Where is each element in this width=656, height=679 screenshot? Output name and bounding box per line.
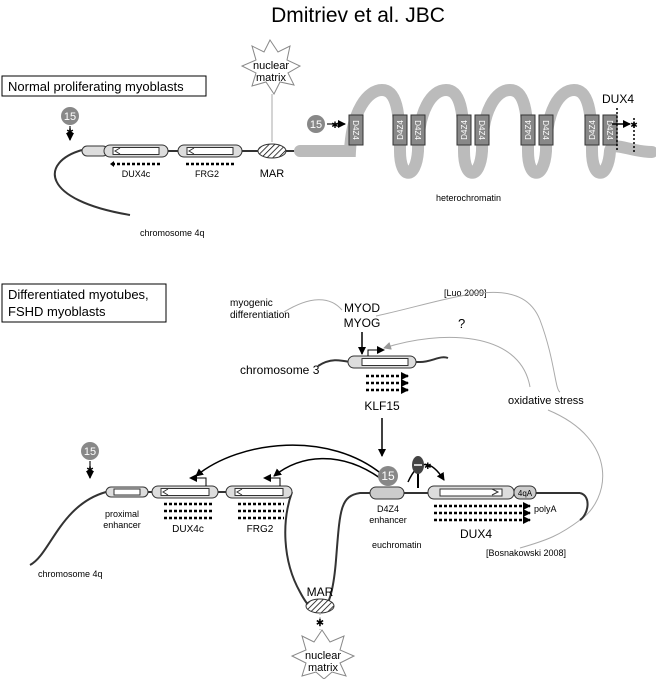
svg-text:D4Z4: D4Z4 bbox=[396, 120, 405, 140]
svg-text:D4Z4: D4Z4 bbox=[588, 120, 597, 140]
d4z4-repeats: D4Z4 D4Z4 D4Z4 D4Z4 D4Z4 D4Z4 D4Z4 D4Z4 … bbox=[348, 114, 618, 146]
svg-text:matrix: matrix bbox=[256, 72, 286, 84]
svg-text:DUX4c: DUX4c bbox=[122, 169, 151, 179]
svg-text:polyA: polyA bbox=[534, 504, 557, 514]
svg-text:D4Z4: D4Z4 bbox=[524, 120, 533, 140]
svg-text:D4Z4: D4Z4 bbox=[460, 120, 469, 140]
nuclear-matrix-star-top: nuclear matrix bbox=[240, 39, 302, 95]
nuclear-matrix-star-bottom: nuclear matrix bbox=[290, 629, 356, 679]
svg-text:4qA: 4qA bbox=[518, 489, 533, 498]
dux4c-gene-top: DUX4c bbox=[103, 144, 169, 179]
svg-text:nuclear: nuclear bbox=[305, 650, 341, 662]
badge-15-left: 15 ✱ bbox=[81, 442, 99, 479]
svg-text:nuclear: nuclear bbox=[253, 60, 289, 72]
dux4-gene-bottom: 4qA polyA DUX4 bbox=[427, 485, 557, 541]
euchromatin-label: euchromatin bbox=[372, 540, 422, 550]
mar-bottom: MAR bbox=[305, 585, 335, 614]
d4z4-enhancer: D4Z4 enhancer bbox=[369, 486, 407, 525]
svg-text:D4Z4: D4Z4 bbox=[541, 120, 550, 140]
svg-text:✱: ✱ bbox=[630, 120, 638, 130]
svg-text:enhancer: enhancer bbox=[103, 520, 141, 530]
svg-text:15: 15 bbox=[84, 446, 96, 458]
mar-top: MAR bbox=[257, 143, 287, 180]
enhancer-arc-frg2 bbox=[273, 457, 381, 479]
badge-15-top: 15 bbox=[61, 107, 79, 125]
badge-15-enhancer: 15 bbox=[378, 466, 398, 486]
svg-text:D4Z4: D4Z4 bbox=[377, 504, 399, 514]
svg-text:✱: ✱ bbox=[424, 461, 432, 471]
svg-text:15: 15 bbox=[64, 111, 76, 123]
myog-label: MYOG bbox=[344, 316, 381, 330]
panel2-title-box: Differentiated myotubes, FSHD myoblasts bbox=[1, 283, 167, 323]
svg-text:FRG2: FRG2 bbox=[195, 169, 219, 179]
svg-text:D4Z4: D4Z4 bbox=[413, 120, 422, 140]
luo-citation: [Luo 2009] bbox=[444, 288, 487, 298]
svg-text:✱: ✱ bbox=[66, 127, 74, 137]
blocked-element bbox=[412, 456, 424, 488]
panel1-title-box: Normal proliferating myoblasts bbox=[1, 75, 207, 97]
svg-text:15: 15 bbox=[381, 469, 395, 483]
chromosome-4q-line-bottom bbox=[29, 491, 107, 566]
frg2-gene-top: FRG2 bbox=[177, 144, 243, 179]
bosnakowski-citation: [Bosnakowski 2008] bbox=[486, 548, 566, 558]
svg-text:KLF15: KLF15 bbox=[364, 399, 400, 413]
panel2-title-line2: FSHD myoblasts bbox=[8, 304, 106, 319]
svg-text:D4Z4: D4Z4 bbox=[605, 120, 614, 140]
chromosome-4q-line-top bbox=[53, 149, 131, 216]
oxidative-stress-label: oxidative stress bbox=[508, 395, 584, 407]
svg-text:✱: ✱ bbox=[86, 465, 94, 475]
dux4c-gene-bottom: DUX4c bbox=[151, 474, 219, 535]
klf15-gene: KLF15 bbox=[347, 346, 417, 413]
svg-text:enhancer: enhancer bbox=[369, 515, 407, 525]
enhancer-arc-dux4 bbox=[407, 463, 445, 483]
panel2-title-line1: Differentiated myotubes, bbox=[8, 287, 149, 302]
chromosome-3-label: chromosome 3 bbox=[240, 363, 320, 377]
question-mark: ? bbox=[458, 316, 465, 331]
panel1-title: Normal proliferating myoblasts bbox=[8, 79, 184, 94]
heterochromatin-label: heterochromatin bbox=[436, 193, 501, 203]
svg-text:DUX4c: DUX4c bbox=[172, 524, 204, 535]
svg-text:D4Z4: D4Z4 bbox=[477, 120, 486, 140]
svg-text:MAR: MAR bbox=[260, 168, 285, 180]
chromosome-4q-label-bottom: chromosome 4q bbox=[38, 569, 103, 579]
svg-text:15: 15 bbox=[310, 119, 322, 131]
dux4-blocked-top: DUX4 ✱ bbox=[602, 92, 638, 152]
svg-text:matrix: matrix bbox=[308, 662, 338, 674]
svg-text:DUX4: DUX4 bbox=[602, 92, 634, 106]
myogenic-label-2: differentiation bbox=[230, 310, 290, 321]
myod-label: MYOD bbox=[344, 301, 380, 315]
svg-text:FRG2: FRG2 bbox=[247, 524, 274, 535]
svg-text:proximal: proximal bbox=[105, 509, 139, 519]
svg-text:MAR: MAR bbox=[307, 585, 334, 599]
svg-text:✱: ✱ bbox=[331, 120, 339, 130]
chromosome-4q-label-top: chromosome 4q bbox=[140, 228, 205, 238]
proximal-enhancer: proximal enhancer bbox=[103, 486, 149, 530]
svg-text:D4Z4: D4Z4 bbox=[351, 120, 360, 140]
myogenic-label-1: myogenic bbox=[230, 298, 273, 309]
svg-text:✱: ✱ bbox=[316, 618, 324, 629]
enhancer-arc-dux4c bbox=[195, 444, 385, 477]
frg2-gene-bottom: FRG2 bbox=[225, 474, 293, 535]
svg-text:DUX4: DUX4 bbox=[460, 527, 492, 541]
figure-title: Dmitriev et al. JBC bbox=[271, 4, 445, 27]
badge-15-heterochromatin: 15 ✱ bbox=[307, 115, 346, 133]
